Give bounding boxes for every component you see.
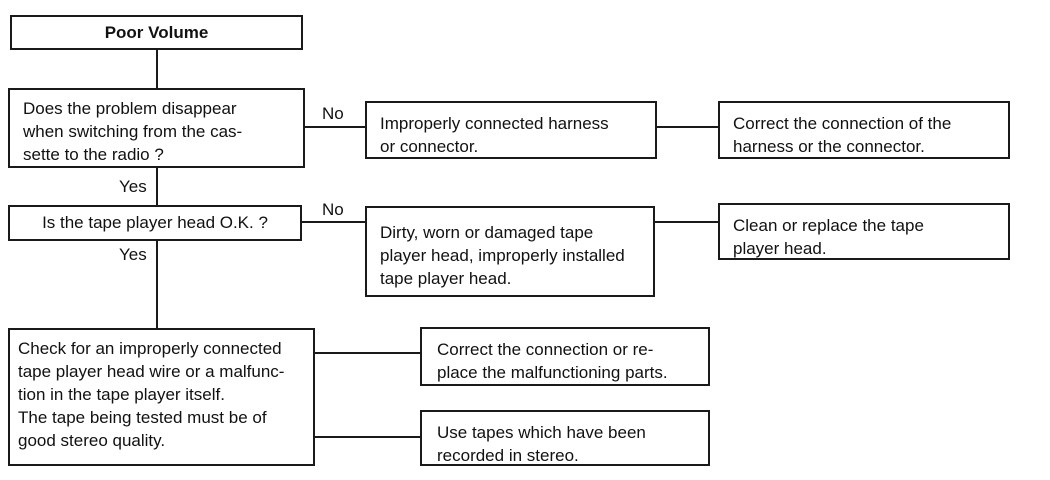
node-action-correct-harness-connection: Correct the connection of the harness or…: [718, 101, 1010, 159]
connector-cause-harness-to-fix: [657, 126, 718, 128]
node-question-tape-player-head: Is the tape player head O.K. ?: [8, 205, 302, 241]
node-action-use-stereo-tapes: Use tapes which have been recorded in st…: [420, 410, 710, 466]
connector-check-to-stereo-tapes: [315, 436, 420, 438]
node-action-clean-replace-head: Clean or replace the tape player head.: [718, 203, 1010, 260]
edge-label-yes-2: Yes: [119, 245, 147, 264]
node-check-head-wire-and-tape-quality: Check for an improperly connected tape p…: [8, 328, 315, 466]
node-question-cassette-to-radio: Does the problem disappear when switchin…: [8, 88, 305, 168]
node-cause-harness-connector: Improperly connected harness or connecto…: [365, 101, 657, 159]
connector-check-to-fix-parts: [315, 352, 420, 354]
node-cause-dirty-worn-head: Dirty, worn or damaged tape player head,…: [365, 206, 655, 297]
connector-yes-question1-to-question2: [156, 168, 158, 205]
node-poor-volume-title: Poor Volume: [10, 15, 303, 50]
connector-no-question2-to-cause: [302, 221, 365, 223]
connector-yes-question2-to-check: [156, 241, 158, 328]
connector-cause-head-to-fix: [655, 221, 718, 223]
node-action-correct-connection-replace-parts: Correct the connection or re- place the …: [420, 327, 710, 386]
connector-no-question1-to-cause: [305, 126, 365, 128]
edge-label-yes-1: Yes: [119, 177, 147, 196]
edge-label-no-2: No: [322, 200, 344, 219]
edge-label-no-1: No: [322, 104, 344, 123]
connector-title-to-question1: [156, 50, 158, 88]
